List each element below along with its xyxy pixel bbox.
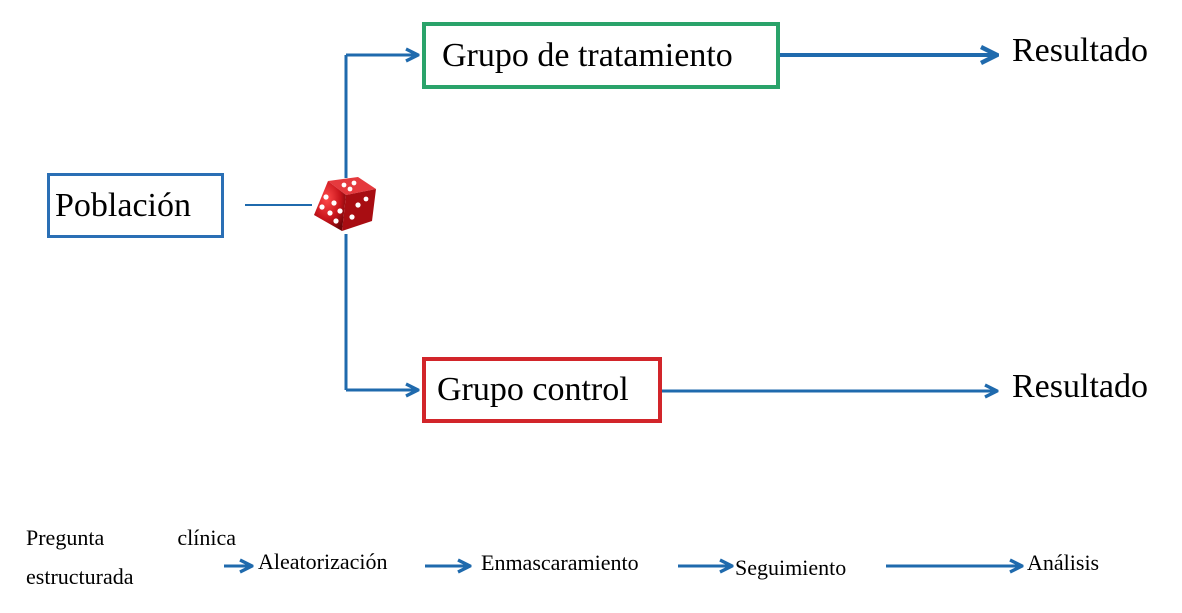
- step-structured-question-line-2: estructurada: [26, 564, 134, 589]
- step-randomization: Aleatorización: [258, 549, 388, 574]
- control-group-label: Grupo control: [437, 371, 629, 408]
- population-label: Población: [55, 186, 191, 224]
- treatment-result-label: Resultado: [1012, 32, 1148, 69]
- step-blinding: Enmascaramiento: [481, 550, 639, 575]
- step-analysis: Análisis: [1027, 550, 1100, 575]
- dice-icon: [314, 177, 376, 231]
- control-group-box: Grupo control: [422, 357, 662, 423]
- control-result-label: Resultado: [1012, 368, 1148, 405]
- step-follow-up: Seguimiento: [735, 555, 847, 580]
- step-structured-question-word-b: clínica: [177, 525, 236, 550]
- step-structured-question-word-a: Pregunta: [26, 525, 105, 550]
- step-structured-question-line-1: Pregunta clínica: [26, 525, 236, 551]
- treatment-group-box: Grupo de tratamiento: [422, 22, 780, 89]
- population-box: Población: [47, 173, 224, 238]
- treatment-group-label: Grupo de tratamiento: [442, 36, 733, 74]
